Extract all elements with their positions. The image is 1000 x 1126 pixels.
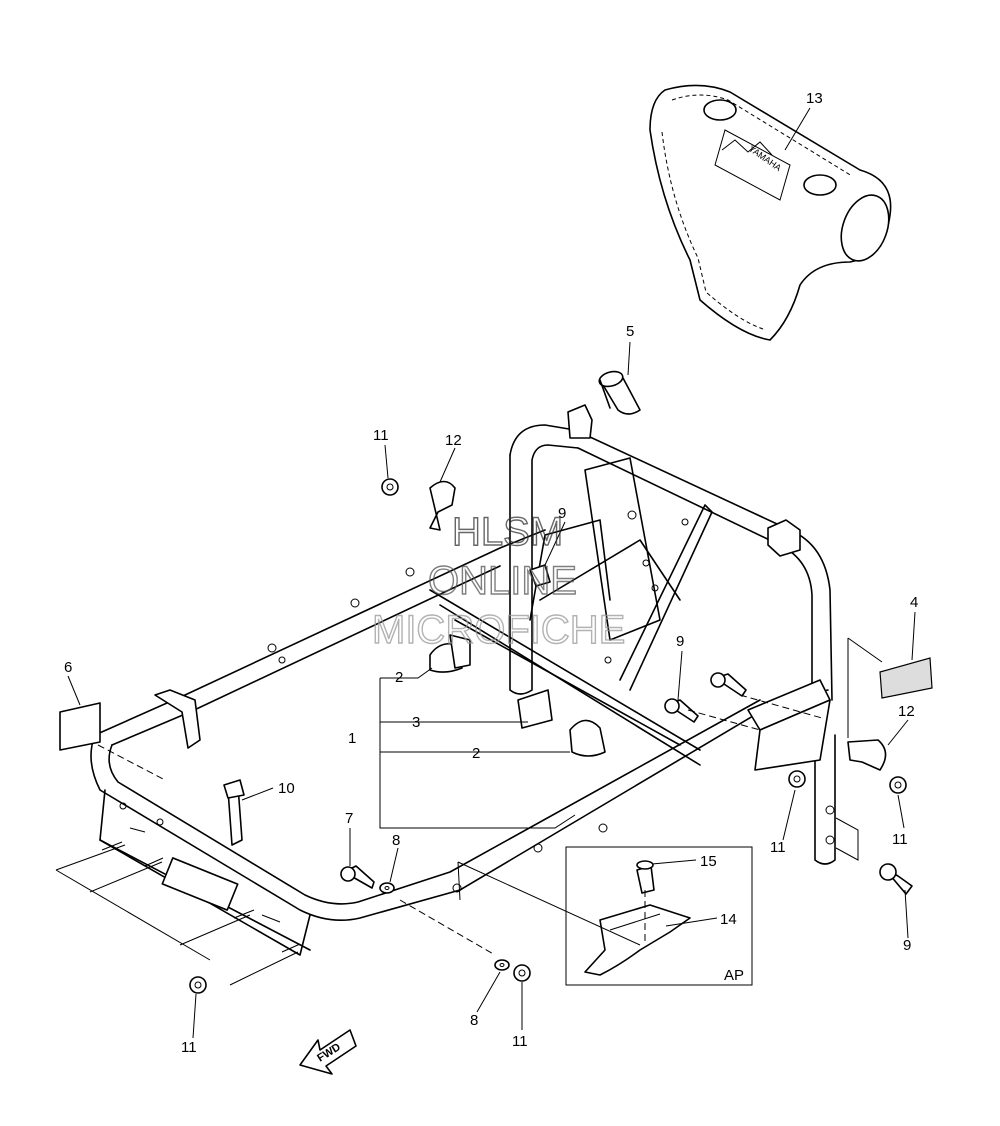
callout-11-right: 11 [892, 831, 908, 848]
callout-numbers: 13 5 11 12 9 4 9 6 2 1 3 2 12 10 7 8 11 … [64, 90, 918, 1056]
front-studs [55, 841, 301, 986]
nut-11-a [381, 478, 399, 496]
callout-11-top: 11 [373, 427, 389, 444]
callout-11-left: 11 [181, 1039, 197, 1056]
inset-box-ap: AP [565, 846, 753, 986]
assembly-bracket-1 [379, 667, 576, 829]
callout-2-upper: 2 [395, 669, 403, 686]
alignment-lines [97, 637, 883, 956]
callout-9-right: 9 [903, 937, 911, 954]
callout-7: 7 [345, 810, 353, 827]
callout-9-middle: 9 [676, 633, 684, 650]
callout-2-lower: 2 [472, 745, 480, 762]
callout-1: 1 [348, 730, 356, 747]
callout-4: 4 [910, 594, 918, 611]
watermark-line-1: HLSM [452, 510, 563, 554]
hose-clamp-lower [569, 719, 606, 757]
bolt-9-top [529, 564, 551, 587]
callout-6: 6 [64, 659, 72, 676]
label-plate-right [879, 657, 933, 699]
nut-11-e [189, 976, 207, 994]
callout-5: 5 [626, 323, 634, 340]
callout-12-right: 12 [898, 703, 915, 720]
label-plate-left [59, 702, 101, 751]
callout-8-upper: 8 [392, 832, 400, 849]
nut-11-d [513, 964, 531, 982]
callout-11-mid: 11 [770, 839, 786, 856]
fwd-arrow: FWD [299, 1029, 357, 1075]
hose-clamp-middle [517, 689, 553, 729]
callout-8-lower: 8 [470, 1012, 478, 1029]
nut-11-b [788, 770, 806, 788]
collar [598, 370, 641, 415]
callout-11-bottom: 11 [512, 1033, 528, 1050]
clamp-strap [223, 779, 245, 846]
leader-lines [67, 107, 916, 1039]
callout-15: 15 [700, 853, 717, 870]
wire-clip-upper [429, 480, 456, 531]
callout-14: 14 [720, 911, 737, 928]
bolt-9-right [879, 863, 913, 895]
watermark: HLSM ONLINE MICROFICHE [371, 509, 626, 652]
washer-8-lower [494, 959, 510, 971]
inset-label: AP [724, 967, 744, 984]
callout-12-top: 12 [445, 432, 462, 449]
wire-clip-right [847, 739, 887, 771]
callout-13: 13 [806, 90, 823, 107]
bolt-9-middle [664, 672, 747, 723]
hose-clamp-upper [429, 634, 471, 673]
steering-frame [90, 404, 836, 956]
callout-9-top: 9 [558, 505, 566, 522]
watermark-line-2: ONLINE [428, 559, 577, 603]
callout-10: 10 [278, 780, 295, 797]
nut-11-c [889, 776, 907, 794]
bolt-7 [340, 865, 375, 889]
handlebar-pad-cover: YAMAHA [649, 84, 892, 341]
watermark-line-3: MICROFICHE [372, 608, 625, 652]
washer-8-upper [379, 882, 395, 894]
callout-3: 3 [412, 714, 420, 731]
